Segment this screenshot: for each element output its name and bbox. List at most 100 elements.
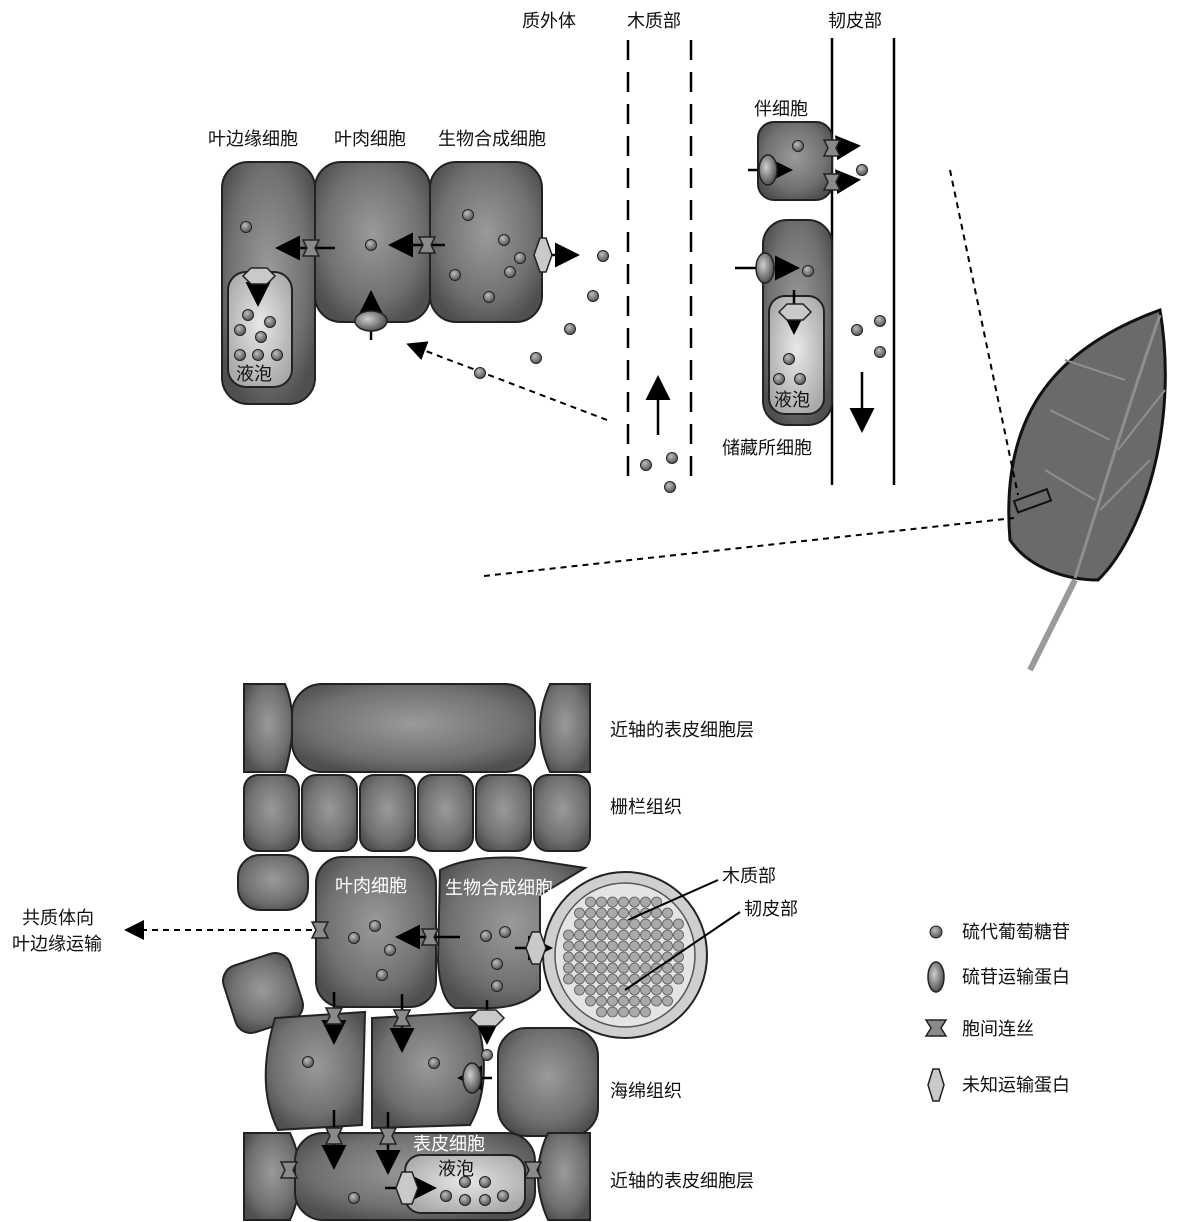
vascular-cell (608, 952, 618, 962)
vascular-cell (575, 919, 585, 929)
vascular-cell (575, 941, 585, 951)
vascular-cell (663, 908, 673, 918)
vascular-cell (619, 963, 629, 973)
phloem-label-bottom: 韧皮部 (744, 899, 798, 920)
vascular-cell (608, 974, 618, 984)
glucosinolate-dot-icon (930, 926, 942, 938)
vascular-cell (641, 996, 651, 1006)
vascular-cell (597, 919, 607, 929)
legend-label-unknown-transporter: 未知运输蛋白 (962, 1075, 1070, 1096)
vascular-cell (564, 930, 574, 940)
unknown-transporter-icon (243, 268, 275, 284)
vascular-cell (586, 996, 596, 1006)
spongy-label: 海绵组织 (610, 1081, 682, 1102)
vascular-cell (619, 985, 629, 995)
palisade-label: 栅栏组织 (610, 797, 682, 818)
biosynthesis-cell-label-top: 生物合成细胞 (438, 129, 546, 150)
storage-cell-label: 储藏所细胞 (722, 438, 812, 459)
lower-epidermis-label: 近轴的表皮细胞层 (610, 1171, 754, 1192)
vascular-cell (586, 963, 596, 973)
symplastic-label-line2: 叶边缘运输 (12, 934, 102, 955)
legend-label-plasmodesmata: 胞间连丝 (962, 1019, 1034, 1040)
vascular-cell (619, 919, 629, 929)
vascular-cell (630, 930, 640, 940)
vascular-cell (597, 974, 607, 984)
vascular-cell (597, 908, 607, 918)
vascular-cell (608, 908, 618, 918)
transporter-oval-icon (928, 962, 944, 992)
vascular-cell (608, 985, 618, 995)
vascular-cell (597, 985, 607, 995)
vascular-cell (630, 919, 640, 929)
vacuole-label-bottom: 液泡 (438, 1159, 474, 1180)
adaxial-epidermis-label: 近轴的表皮细胞层 (610, 720, 754, 741)
vascular-cell (586, 908, 596, 918)
vascular-cell (674, 941, 684, 951)
symplastic-label-line1: 共质体向 (22, 908, 94, 929)
vascular-cell (619, 996, 629, 1006)
vascular-cell (652, 996, 662, 1006)
vascular-cell (652, 941, 662, 951)
palisade-layer (244, 775, 590, 851)
vascular-cell (674, 919, 684, 929)
transporter-oval-icon (759, 155, 777, 185)
vascular-cell (619, 1007, 629, 1017)
epidermal-cell-label: 表皮细胞 (413, 1134, 485, 1155)
vascular-cell (608, 897, 618, 907)
legend-label-transporter: 硫苷运输蛋白 (962, 967, 1070, 988)
vascular-cell (641, 919, 651, 929)
vascular-cell (586, 897, 596, 907)
adaxial-epidermis-layer (244, 684, 590, 772)
vascular-cell (652, 930, 662, 940)
vascular-cell (564, 952, 574, 962)
vascular-cell (630, 941, 640, 951)
leaf-margin-cell-label: 叶边缘细胞 (208, 129, 298, 150)
vascular-cell (608, 930, 618, 940)
vascular-cell (641, 952, 651, 962)
vascular-cell (575, 963, 585, 973)
vascular-cell (641, 897, 651, 907)
vascular-cell (619, 974, 629, 984)
vascular-cell (586, 985, 596, 995)
vascular-cell (663, 919, 673, 929)
transporter-oval-icon (756, 253, 774, 283)
vascular-cell (597, 897, 607, 907)
unknown-transporter-icon (928, 1069, 944, 1101)
vascular-cell (608, 1007, 618, 1017)
dashed-arrow-to-mesophyll (410, 345, 607, 420)
vascular-cell (663, 985, 673, 995)
vascular-cell (564, 974, 574, 984)
vascular-cell (608, 919, 618, 929)
vascular-cell (674, 963, 684, 973)
vascular-cell (663, 930, 673, 940)
vascular-cell (597, 952, 607, 962)
transporter-oval-icon (463, 1063, 481, 1093)
zoom-line-upper (950, 170, 1018, 495)
vascular-cell (641, 985, 651, 995)
vascular-cell (641, 941, 651, 951)
unknown-transporter-icon (470, 1010, 504, 1026)
spongy-layer (266, 1012, 598, 1136)
vascular-cell (597, 1007, 607, 1017)
vascular-cell (630, 897, 640, 907)
unknown-transporter-icon (779, 304, 811, 320)
vascular-cell (575, 930, 585, 940)
phloem-label-top: 韧皮部 (828, 11, 882, 32)
vascular-cell (630, 952, 640, 962)
vascular-cell (652, 974, 662, 984)
vascular-cell (619, 897, 629, 907)
legend: 硫代葡萄糖苷 硫苷运输蛋白 胞间连丝 未知运输蛋白 (926, 922, 1070, 1101)
vascular-cell (641, 930, 651, 940)
vascular-cell (597, 996, 607, 1006)
vacuole-label-top-left: 液泡 (236, 364, 272, 385)
vascular-cell (564, 941, 574, 951)
vascular-cell (663, 996, 673, 1006)
xylem-label-bottom: 木质部 (722, 866, 776, 887)
vascular-cell (674, 930, 684, 940)
vascular-cell (597, 963, 607, 973)
vascular-cell (608, 996, 618, 1006)
zoom-line-lower (484, 518, 1014, 576)
vascular-cell (652, 985, 662, 995)
vascular-cell (608, 963, 618, 973)
